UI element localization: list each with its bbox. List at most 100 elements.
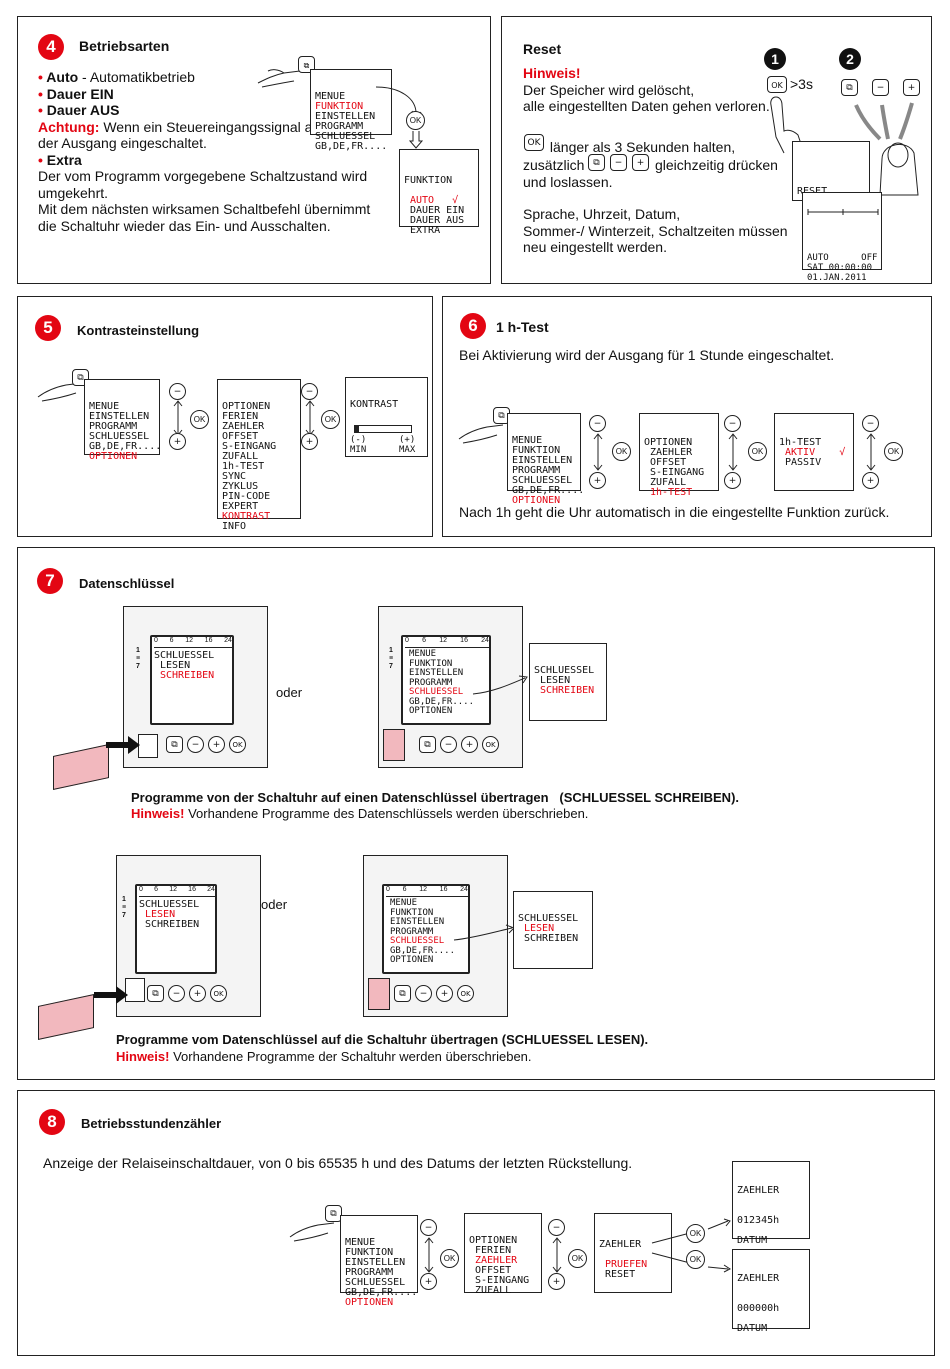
minus-button[interactable]: − [301, 383, 318, 400]
ok-button[interactable]: OK [321, 410, 340, 429]
or-label: oder [276, 685, 303, 700]
plus-button[interactable]: + [169, 433, 186, 450]
section-reset: Reset Hinweis! Der Speicher wird gelösch… [501, 16, 932, 284]
plus-button[interactable]: + [436, 985, 453, 1002]
plus-button[interactable]: + [208, 736, 225, 753]
step-1-badge: 1 [764, 48, 786, 70]
reset-text: Hinweis! Der Speicher wird gelöscht, all… [523, 65, 778, 115]
hand-icon [289, 1222, 335, 1242]
weekday-indicator: 1≡7 [136, 647, 141, 670]
menu-button-icon[interactable]: ⧉ [325, 1205, 342, 1222]
contrast-min-label: MIN [350, 445, 367, 455]
updown-arrow-icon [728, 433, 738, 471]
ok-button[interactable]: OK [229, 736, 246, 753]
minus-button[interactable]: − [169, 383, 186, 400]
plus-button[interactable]: + [724, 472, 741, 489]
hand-icon [458, 424, 504, 444]
minus-button[interactable]: − [420, 1219, 437, 1236]
section-number: 5 [35, 315, 61, 341]
extra-note: Mit dem nächsten wirksamen Schaltbefehl … [38, 201, 371, 234]
pointer-arrow-icon [453, 924, 515, 941]
menu-button[interactable]: ⧉ [419, 736, 436, 753]
minus-button[interactable]: − [724, 415, 741, 432]
or-label: oder [261, 897, 288, 912]
minus-button[interactable]: − [168, 985, 185, 1002]
ok-button[interactable]: OK [612, 442, 631, 461]
ok-button[interactable]: OK [686, 1224, 705, 1243]
updown-arrow-icon [173, 400, 183, 436]
plus-button[interactable]: + [420, 1273, 437, 1290]
reset-note: Sprache, Uhrzeit, Datum,Sommer-/ Winterz… [523, 206, 788, 255]
ok-button[interactable]: OK [748, 442, 767, 461]
ok-button[interactable]: OK [190, 410, 209, 429]
minus-key-icon: − [610, 154, 627, 171]
plus-button[interactable]: + [301, 433, 318, 450]
menu-key-icon: ⧉ [841, 79, 858, 96]
test-desc: Bei Aktivierung wird der Ausgang für 1 S… [459, 347, 835, 363]
minus-button[interactable]: − [187, 736, 204, 753]
key-slot [125, 978, 145, 1002]
contrast-screen: KONTRAST [345, 377, 428, 457]
minus-button[interactable]: − [415, 985, 432, 1002]
ok-button[interactable]: OK [440, 1249, 459, 1268]
minus-button[interactable]: − [862, 415, 879, 432]
reset-instr-2b: gleichzeitig drücken [655, 157, 778, 173]
section-title: Reset [523, 41, 562, 57]
ok-button[interactable]: OK [406, 111, 425, 130]
plus-button[interactable]: + [862, 472, 879, 489]
ok-button[interactable]: OK [568, 1249, 587, 1268]
updown-arrow-icon [424, 1237, 434, 1273]
menu-button-icon[interactable]: ⧉ [298, 56, 315, 73]
counter-desc: Anzeige der Relaiseinschaltdauer, von 0 … [43, 1155, 633, 1171]
scale-line [807, 209, 879, 215]
updown-arrow-icon [866, 433, 876, 471]
section-number: 8 [39, 1109, 65, 1135]
menu-button[interactable]: ⧉ [394, 985, 411, 1002]
warning-label: Achtung: [38, 118, 100, 135]
plus-button[interactable]: + [589, 472, 606, 489]
inserted-key [368, 978, 390, 1010]
contrast-minus-label: (-) [350, 435, 367, 445]
counter-reset-screen: ZAEHLER 000000h DATUM [732, 1249, 810, 1334]
ok-button[interactable]: OK [686, 1250, 705, 1269]
hand-icon [257, 69, 301, 88]
updown-arrow-icon [552, 1237, 562, 1273]
insert-arrow-icon [106, 736, 140, 754]
minus-button[interactable]: − [589, 415, 606, 432]
section-number: 6 [460, 313, 486, 339]
menu-button[interactable]: ⧉ [147, 985, 164, 1002]
minus-button[interactable]: − [548, 1219, 565, 1236]
ok-button[interactable]: OK [482, 736, 499, 753]
section-betriebsarten: 4 Betriebsarten • Auto - Automatikbetrie… [17, 16, 491, 284]
section-1h-test: 6 1 h-Test Bei Aktivierung wird der Ausg… [442, 296, 932, 537]
minus-button[interactable]: − [440, 736, 457, 753]
duration-label: >3s [790, 76, 813, 92]
ok-button[interactable]: OK [457, 985, 474, 1002]
minus-key-icon: − [872, 79, 889, 96]
plus-button[interactable]: + [548, 1273, 565, 1290]
plus-button[interactable]: + [189, 985, 206, 1002]
plus-button[interactable]: + [461, 736, 478, 753]
insert-arrow-icon [94, 986, 128, 1004]
menu-button[interactable]: ⧉ [166, 736, 183, 753]
plus-key-icon: + [903, 79, 920, 96]
contrast-bar[interactable] [354, 425, 412, 433]
mode-list: • Auto - Automatikbetrieb • Dauer EIN • … [38, 69, 378, 234]
data-key-icon [38, 994, 94, 1040]
ok-button[interactable]: OK [884, 442, 903, 461]
ok-button[interactable]: OK [210, 985, 227, 1002]
updown-arrow-icon [593, 433, 603, 471]
section-title: Kontrasteinstellung [77, 323, 200, 338]
weekday-indicator: 1≡7 [122, 896, 127, 919]
weekday-indicator: 1≡7 [389, 647, 394, 670]
